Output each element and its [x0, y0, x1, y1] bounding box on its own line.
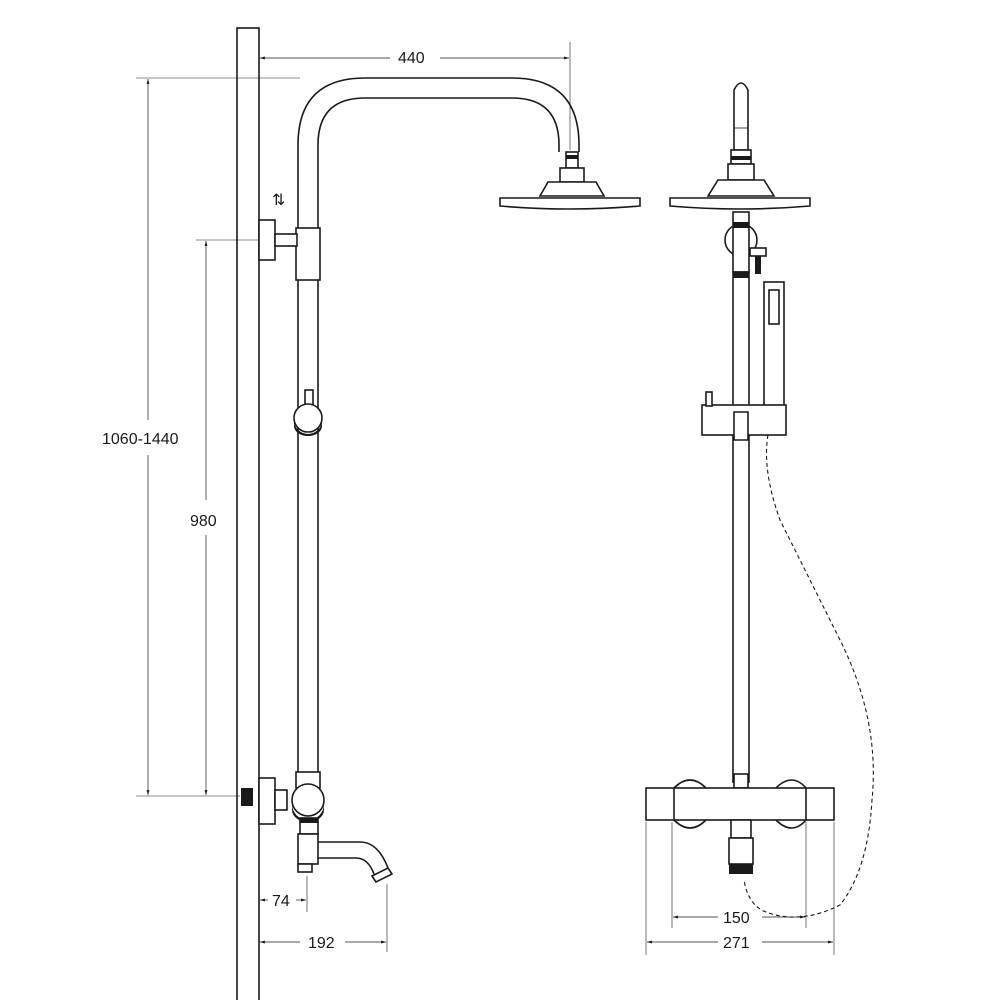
dimension-label-74: 74 — [272, 893, 290, 910]
shower-column-front — [732, 271, 750, 783]
dimension-label-192: 192 — [308, 935, 335, 952]
side-view: ⇅ — [102, 27, 641, 1000]
bath-spout-side — [297, 833, 394, 884]
shower-column — [295, 77, 580, 785]
front-view: 150 271 — [645, 82, 874, 955]
dimension-label-1060-1440: 1060-1440 — [102, 431, 179, 448]
hand-shower-front — [701, 281, 787, 441]
bath-spout-front — [728, 819, 754, 874]
dimension-rail-height: 980 — [190, 239, 259, 795]
shower-arm-front — [727, 82, 755, 181]
dimension-spout-reach: 192 — [260, 884, 388, 952]
rain-shower-head-front — [669, 179, 811, 210]
dimension-label-980: 980 — [190, 513, 217, 530]
thermostatic-mixer-side — [241, 771, 325, 835]
dimension-spout-offset: 74 — [260, 876, 308, 912]
dimension-label-150: 150 — [723, 910, 750, 927]
dimension-label-271: 271 — [723, 935, 750, 952]
dimension-valve-centers: 150 — [671, 822, 807, 928]
dimension-arm-reach: 440 — [258, 42, 571, 150]
rain-shower-head-side — [499, 151, 641, 210]
dimension-adjustable-height: 1060-1440 — [102, 77, 300, 797]
diverter-front — [724, 211, 767, 274]
dimension-label-440: 440 — [398, 50, 425, 67]
dimension-mixer-width: 271 — [645, 822, 835, 955]
thermostatic-mixer-front — [645, 773, 835, 829]
upper-wall-bracket — [258, 219, 298, 261]
shower-hose — [743, 434, 874, 918]
wall — [236, 27, 260, 1000]
height-adjust-symbol: ⇅ — [272, 192, 285, 209]
hand-shower-holder-side — [293, 389, 323, 436]
